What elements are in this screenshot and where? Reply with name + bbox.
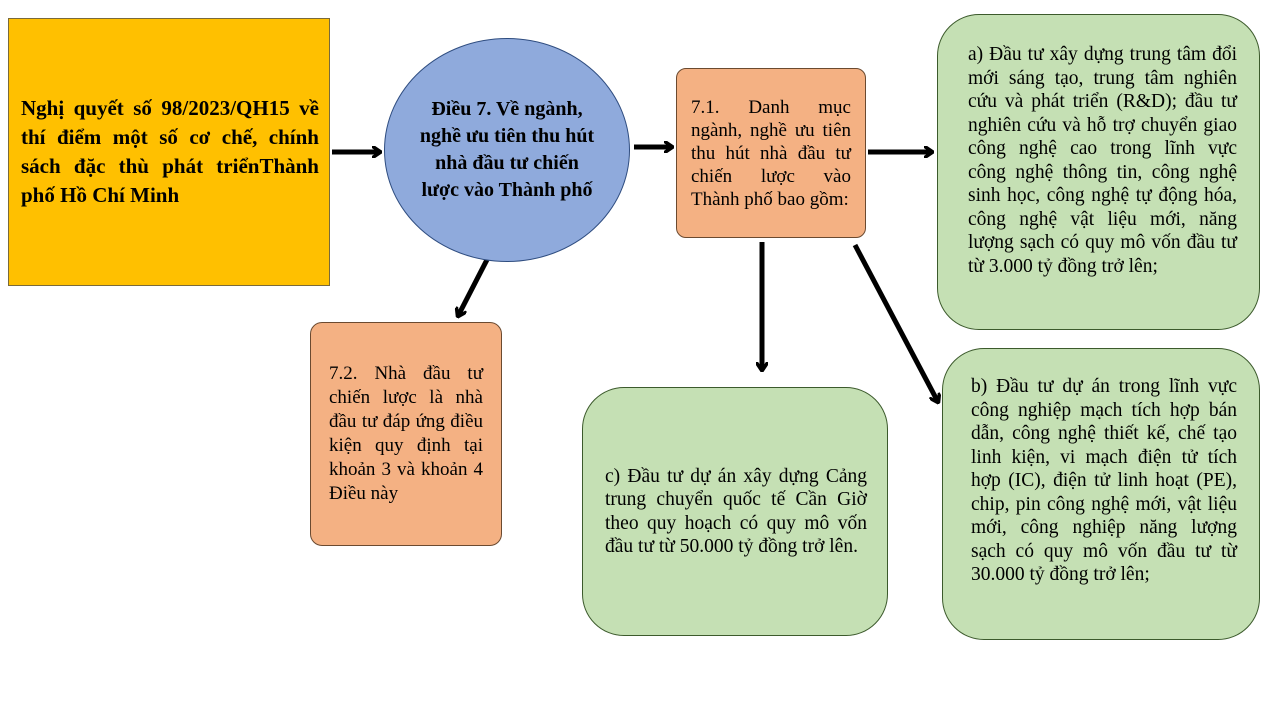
item-7-2-box: 7.2. Nhà đầu tư chiến lược là nhà đầu tư… [310, 322, 502, 546]
article-7-text: Điều 7. Về ngành, nghề ưu tiên thu hút n… [419, 98, 595, 201]
item-7-1-text: 7.1. Danh mục ngành, nghề ưu tiên thu hú… [691, 96, 851, 210]
item-c-text: c) Đầu tư dự án xây dựng Cảng trung chuy… [605, 465, 867, 558]
item-b-box: b) Đầu tư dự án trong lĩnh vực công nghi… [942, 348, 1260, 640]
item-b-text: b) Đầu tư dự án trong lĩnh vực công nghi… [971, 376, 1237, 585]
arrow-7-1-to-b [852, 243, 938, 402]
resolution-box: Nghị quyết số 98/2023/QH15 về thí điểm m… [8, 18, 330, 286]
item-a-text: a) Đầu tư xây dựng trung tâm đổi mới sán… [968, 44, 1237, 277]
item-a-box: a) Đầu tư xây dựng trung tâm đổi mới sán… [937, 14, 1260, 330]
item-7-2-text: 7.2. Nhà đầu tư chiến lược là nhà đầu tư… [329, 363, 483, 504]
resolution-text: Nghị quyết số 98/2023/QH15 về thí điểm m… [21, 96, 319, 207]
item-c-box: c) Đầu tư dự án xây dựng Cảng trung chuy… [582, 387, 888, 636]
item-7-1-box: 7.1. Danh mục ngành, nghề ưu tiên thu hú… [676, 68, 866, 238]
article-7-ellipse: Điều 7. Về ngành, nghề ưu tiên thu hút n… [384, 38, 630, 262]
arrow-article-to-7-2 [458, 248, 495, 316]
